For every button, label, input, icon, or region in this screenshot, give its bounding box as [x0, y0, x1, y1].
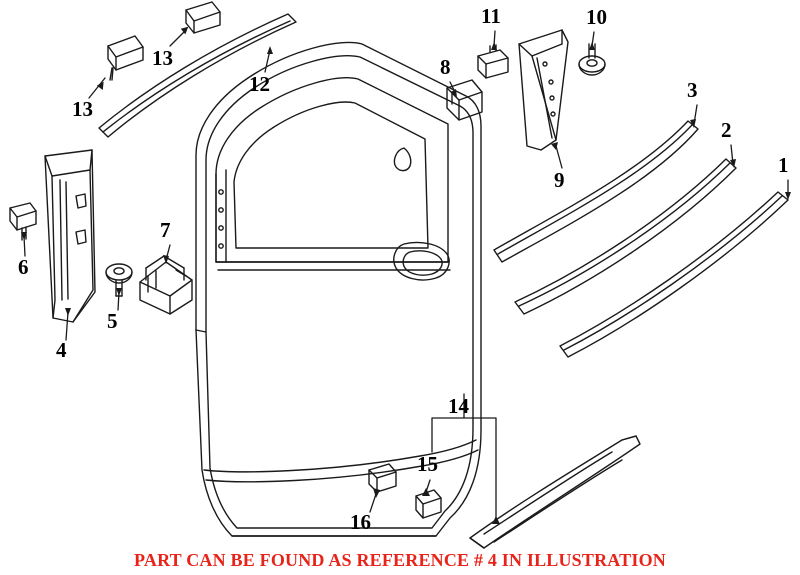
callout-1: 1: [778, 153, 789, 177]
callout-3: 3: [687, 78, 698, 102]
part-3-belt-molding: [493, 120, 699, 263]
part-12-roof-trim: [98, 13, 297, 138]
part-9-pillar-applique: [518, 29, 569, 151]
callout-8: 8: [440, 55, 451, 79]
callout-12: 12: [249, 72, 270, 96]
part-door-shell: [195, 41, 482, 537]
part-11-clip: [477, 44, 509, 79]
callout-9: 9: [554, 168, 565, 192]
part-15-clip: [415, 489, 442, 519]
part-4-pillar-trim: [44, 149, 96, 323]
callout-7: 7: [160, 218, 171, 242]
part-1-molding: [559, 191, 789, 358]
callout-11: 11: [481, 4, 501, 28]
callout-10: 10: [586, 5, 607, 29]
callout-16: 16: [350, 510, 371, 534]
part-14-sill-molding: [469, 435, 641, 549]
callout-15: 15: [417, 452, 438, 476]
callout-13a: 13: [72, 97, 93, 121]
callout-6: 6: [18, 255, 29, 279]
part-2-molding: [514, 158, 737, 315]
part-16-clip: [368, 463, 397, 493]
callout-5: 5: [107, 309, 118, 333]
part-10-rivet: [578, 43, 606, 76]
part-7-bracket: [139, 255, 193, 315]
part-13a-clip: [107, 35, 144, 81]
callout-4: 4: [56, 338, 67, 362]
callout-13b: 13: [152, 46, 173, 70]
callout-14: 14: [448, 394, 469, 418]
reference-note: PART CAN BE FOUND AS REFERENCE # 4 IN IL…: [134, 550, 666, 570]
callout-2: 2: [721, 118, 732, 142]
leader-arrowheads: [21, 26, 791, 524]
part-13b-clip: [185, 1, 221, 34]
